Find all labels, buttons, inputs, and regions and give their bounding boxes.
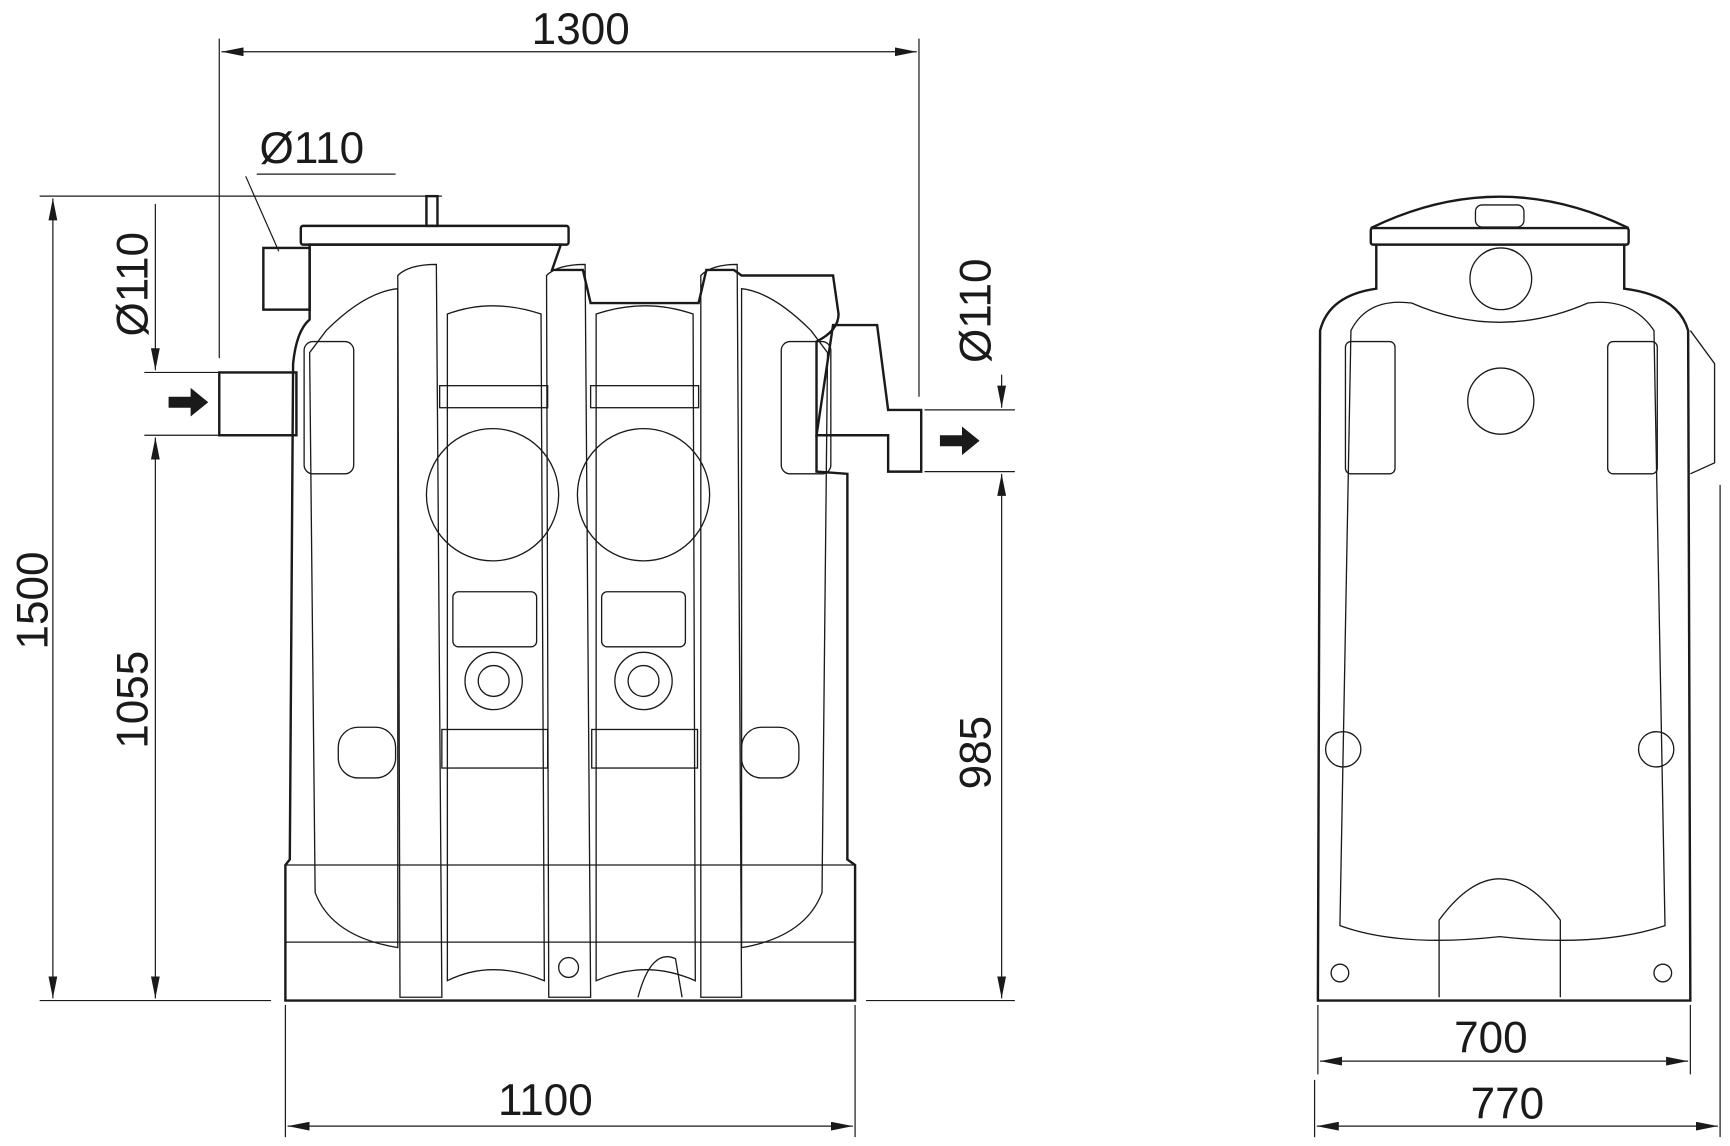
side-view-tank [1316,195,1716,1002]
outlet-flow-arrow-icon [939,426,980,456]
inlet-pipe [218,371,298,437]
dimension-lines [39,38,1721,1138]
vent-pipe [262,246,311,311]
dim-inlet-diameter: Ø110 [109,232,158,337]
dim-vent-diameter: Ø110 [260,124,365,173]
dim-1055: 1055 [109,651,158,749]
dimension-labels: 1300 Ø110 1500 Ø110 1055 Ø110 985 1100 7… [8,5,1544,1128]
dim-1100: 1100 [498,1076,593,1125]
dim-1300: 1300 [532,5,630,54]
dim-outlet-diameter: Ø110 [952,258,1001,363]
dim-700: 700 [1454,1013,1528,1062]
dim-770: 770 [1471,1079,1545,1128]
dim-1500: 1500 [8,552,57,650]
inlet-flow-arrow-icon [168,387,209,417]
flow-arrows [168,387,980,456]
front-view-tank [218,194,923,1002]
outlet-pipe [815,323,923,473]
dim-985: 985 [952,716,1001,790]
